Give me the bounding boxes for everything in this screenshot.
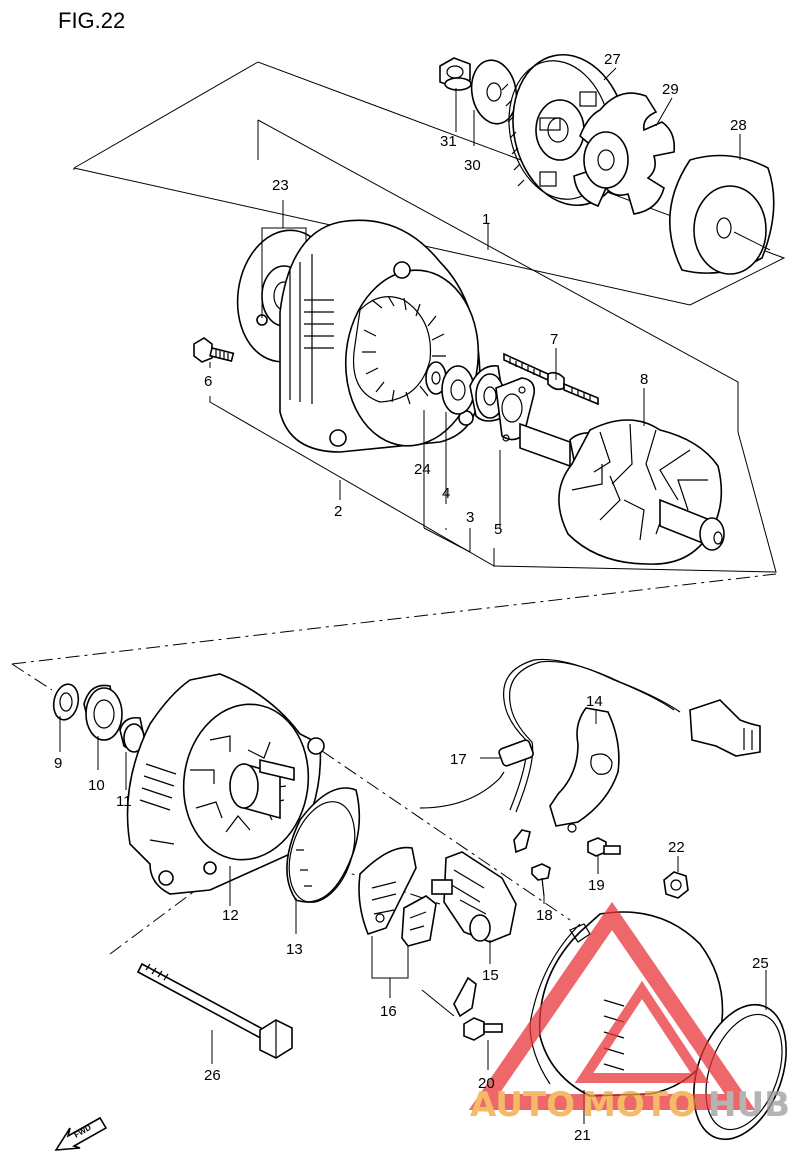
part-29-fan [573,92,676,215]
part-6-bolt [193,337,235,363]
callout-17: 17 [450,751,467,768]
part-28-spacer [668,154,775,275]
callout-13: 13 [286,941,303,958]
watermark-text-b: MOTO [582,1085,697,1125]
part-16-brush-holder [358,846,437,947]
upper-group-frame [73,61,786,432]
callout-8: 8 [640,371,648,388]
callout-11: 11 [116,793,132,810]
fwd-arrow: FWD [54,1116,108,1151]
part-13-cover-plate [286,787,361,903]
part-5-retainer-plate [495,377,536,442]
callout-12: 12 [222,907,239,924]
callout-3: 3 [466,509,474,526]
callout-labels: 1 2 3 4 5 6 7 8 9 10 11 12 13 14 15 16 1… [54,51,769,1144]
part-7-stud [503,352,599,406]
part-12-rear-housing [126,673,325,895]
callout-27: 27 [604,51,621,68]
callout-31: 31 [440,133,457,150]
callout-9: 9 [54,755,62,772]
callout-23: 23 [272,177,289,194]
watermark-text-a: AUTO [470,1085,575,1125]
part-15-regulator [431,851,517,943]
callout-16: 16 [380,1003,397,1020]
callout-10: 10 [88,777,105,794]
figure-title: FIG.22 [58,8,125,33]
watermark-logo: AUTO MOTO HUB [468,901,790,1125]
callout-20: 20 [478,1075,495,1092]
callout-6: 6 [204,373,212,390]
alignment-lines [11,573,777,955]
lower-leader-lines [59,710,767,1124]
callout-18: 18 [536,907,553,924]
part-22-nut [663,871,689,899]
callout-30: 30 [464,157,481,174]
callout-4: 4 [442,485,450,502]
part-14-bracket [549,707,620,833]
callout-5: 5 [494,521,502,538]
part-4-bearing [441,365,475,415]
upper-leader-lines [209,67,777,573]
part-9-washer [52,683,80,721]
part-10-bearing [83,684,123,741]
part-18-screw [531,863,551,897]
callout-14: 14 [586,693,603,710]
part-3-bearing [469,365,507,422]
callout-25: 25 [752,955,769,972]
part-17-wire-sensor [419,658,761,854]
callout-21: 21 [574,1127,591,1144]
callout-26: 26 [204,1067,221,1084]
part-19-bolt [587,837,621,857]
part-26-long-bolt [136,962,293,1059]
watermark-text-c: HUB [708,1085,790,1125]
part-20-bolt [453,976,503,1041]
callout-1: 1 [482,211,490,228]
callout-2: 2 [334,503,342,520]
callout-7: 7 [550,331,558,348]
callout-28: 28 [730,117,747,134]
part-31-nut [439,57,472,91]
callout-19: 19 [588,877,605,894]
callout-22: 22 [668,839,685,856]
callout-24: 24 [414,461,431,478]
part-11-collar [119,716,147,753]
callout-15: 15 [482,967,499,984]
callout-29: 29 [662,81,679,98]
part-2-front-housing [279,219,481,453]
part-8-rotor [519,419,725,565]
